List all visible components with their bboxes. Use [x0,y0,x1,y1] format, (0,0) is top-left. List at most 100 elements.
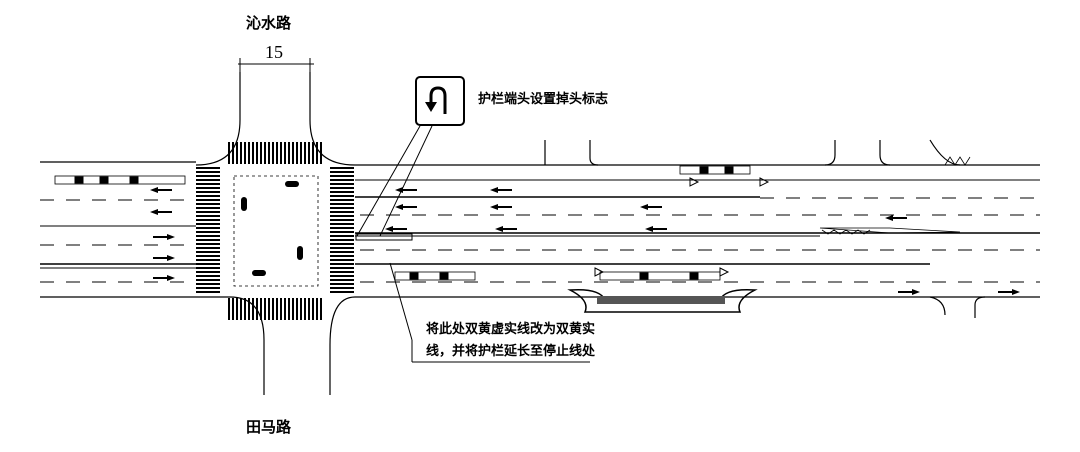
crosswalk-stripe-east [330,239,354,241]
lane-arrow-straight [153,275,175,281]
crosswalk-stripe-west [196,223,220,225]
crosswalk-stripe-east [330,167,354,169]
crosswalk-stripe-north [260,142,262,164]
crosswalk-stripe-east [330,279,354,281]
crosswalk-stripe-north [272,142,274,164]
crosswalk-stripe-east [330,199,354,201]
crosswalk-stripe-west [196,279,220,281]
crosswalk-stripe-south [288,298,290,320]
crosswalk-stripe-north [248,142,250,164]
crosswalk-stripe-west [196,251,220,253]
lane-arrow-straight [898,289,920,295]
lane-arrow-straight [490,204,512,210]
crosswalk-stripe-south [268,298,270,320]
crosswalk-stripe-south [316,298,318,320]
crosswalk-stripe-north [228,142,230,164]
crosswalk-stripe-east [330,231,354,233]
crosswalk-stripe-south [304,298,306,320]
crosswalk-stripe-east [330,203,354,205]
u-turn-icon [425,86,447,114]
crosswalk-stripe-west [196,271,220,273]
crosswalk-stripe-east [330,287,354,289]
crosswalk-stripe-east [330,215,354,217]
crosswalk-stripe-east [330,211,354,213]
lane-arrow-turn [490,187,512,193]
crosswalk-stripe-west [196,167,220,169]
lane-arrow-straight [150,187,172,193]
signal-head [252,270,266,276]
crosswalk-stripe-west [196,203,220,205]
crosswalk-stripe-west [196,183,220,185]
give-way-triangle [759,177,770,187]
crosswalk-stripe-north [280,142,282,164]
road-text-glyph [439,272,449,280]
give-way-triangle [689,177,700,187]
crosswalk-stripe-south [292,298,294,320]
crosswalk-stripe-east [330,247,354,249]
south-road-edge-left [196,296,265,395]
north-road-label: 沁水路 [246,14,292,32]
crosswalk-stripe-west [196,243,220,245]
hatch-area-right [819,227,961,234]
hatch-top-zigzag [944,156,971,166]
crosswalk-stripe-east [330,243,354,245]
crosswalk-stripe-west [196,187,220,189]
side-road-bottom-2 [974,296,986,318]
note-line-1: 将此处双黄虚实线改为双黄实 [426,322,596,337]
crosswalk-stripe-south [300,298,302,320]
crosswalk-stripe-west [196,191,220,193]
crosswalk-stripe-south [228,298,230,320]
crosswalk-stripe-north [316,142,318,164]
crosswalk-stripe-south [264,298,266,320]
north-road-edge-left [195,72,241,166]
crosswalk-stripe-west [196,283,220,285]
north-road-edge-right [309,72,356,166]
crosswalk-stripe-north [304,142,306,164]
crosswalk-stripe-south [256,298,258,320]
side-road-bottom-1 [929,296,946,316]
signal-head [241,197,247,211]
road-text-marking [679,165,751,175]
crosswalk-stripe-north [268,142,270,164]
lane-arrow-turn [885,215,907,221]
crosswalk-stripe-west [196,171,220,173]
crosswalk-stripe-south [232,298,234,320]
crosswalk-stripe-north [312,142,314,164]
crosswalk-stripe-east [330,195,354,197]
lane-arrow-uturn [645,226,667,232]
bus-bay-hatch [597,296,725,304]
lane-arrow-straight [150,209,172,215]
crosswalk-stripe-north [256,142,258,164]
note-line-2: 线，并将护栏延长至停止线处 [426,344,596,359]
give-way-triangle [719,267,730,277]
crosswalk-stripe-south [320,298,322,320]
side-road-top-4 [879,140,891,166]
lane-arrow-straight [153,234,175,240]
crosswalk-stripe-south [236,298,238,320]
south-road-label: 田马路 [246,418,292,436]
crosswalk-stripe-west [196,179,220,181]
crosswalk-stripe-north [240,142,242,164]
crosswalk-stripe-north [296,142,298,164]
crosswalk-stripe-east [330,223,354,225]
crosswalk-stripe-east [330,255,354,257]
sign-note-label: 护栏端头设置掉头标志 [478,92,609,107]
crosswalk-stripe-south [284,298,286,320]
crosswalk-stripe-south [308,298,310,320]
crosswalk-stripe-east [330,235,354,237]
crosswalk-stripe-east [330,259,354,261]
road-text-glyph [689,272,699,280]
crosswalk-stripe-south [260,298,262,320]
intersection-guide-box [233,175,319,287]
crosswalk-stripe-north [232,142,234,164]
crosswalk-stripe-north [244,142,246,164]
crosswalk-stripe-south [280,298,282,320]
crosswalk-stripe-east [330,267,354,269]
road-text-glyph [99,176,109,184]
crosswalk-stripe-west [196,227,220,229]
lane-arrow-uturn [495,226,517,232]
lane-arrow-straight [153,255,175,261]
crosswalk-stripe-west [196,259,220,261]
